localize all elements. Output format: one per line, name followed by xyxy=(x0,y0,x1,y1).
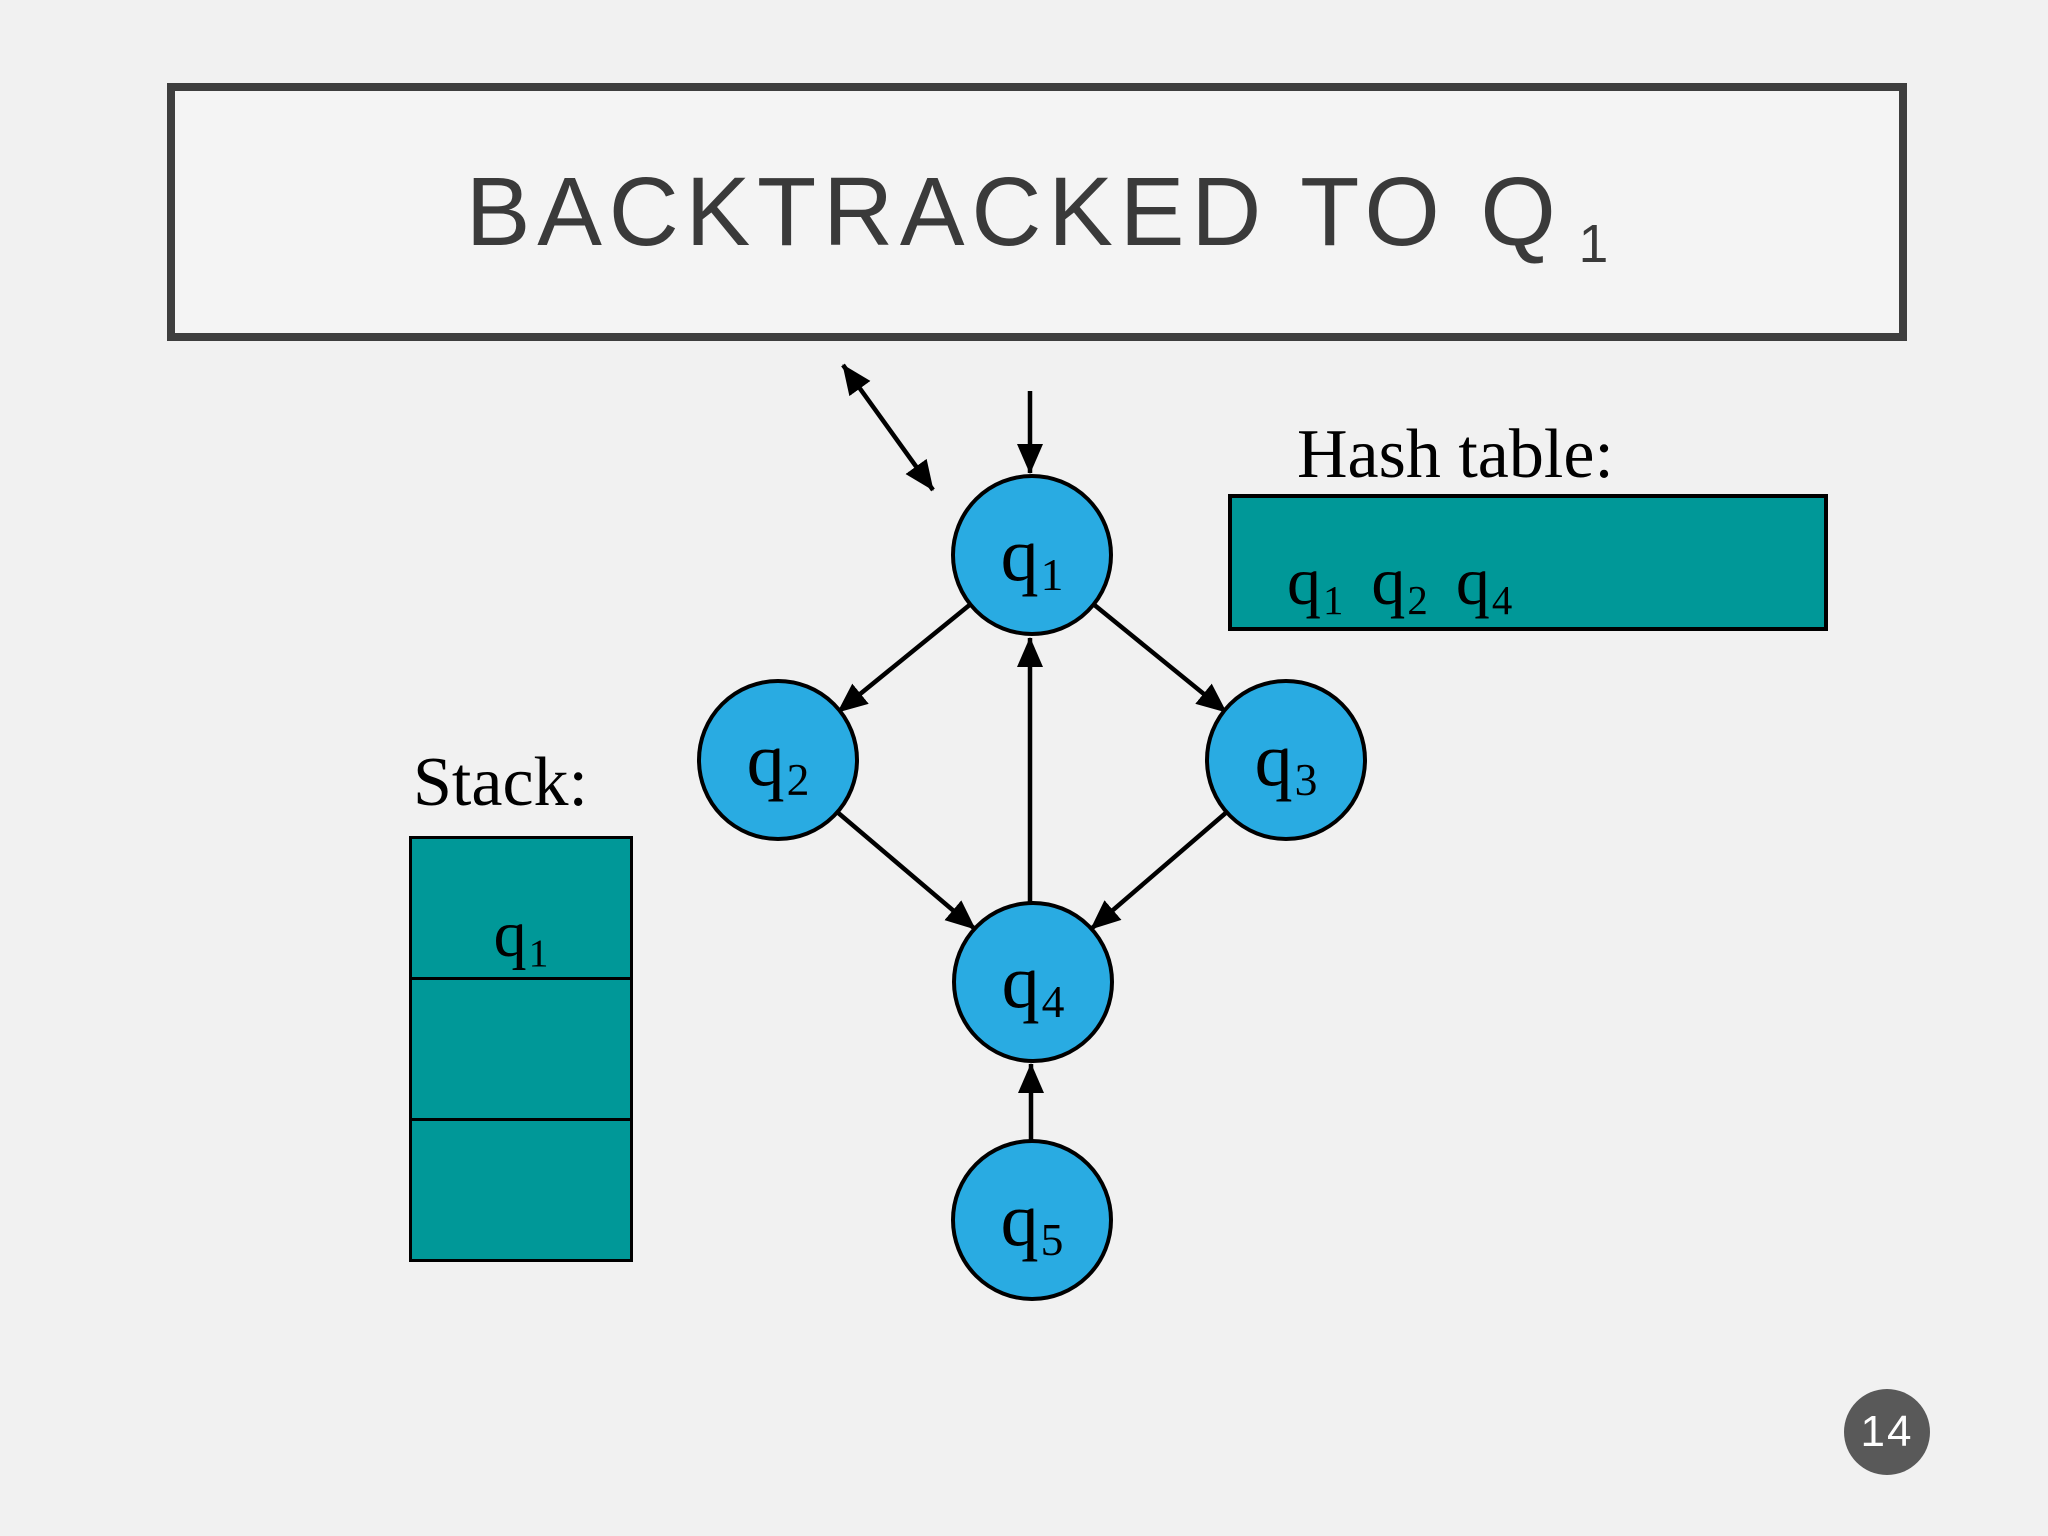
hash-table-entry: q4 xyxy=(1455,543,1513,623)
edge-q1-q3 xyxy=(1090,601,1228,714)
stack-box: q1 xyxy=(409,836,633,1262)
hash-table-box: q1 q2 q4 xyxy=(1228,494,1828,631)
stack-label: Stack: xyxy=(413,744,588,821)
graph-node-q3: q3 xyxy=(1205,679,1367,841)
node-label: q5 xyxy=(1000,1177,1064,1266)
edge-q1-q2 xyxy=(836,601,974,714)
node-label: q3 xyxy=(1254,717,1318,806)
edge-q2-q4 xyxy=(834,809,977,931)
node-label: q4 xyxy=(1001,939,1065,1028)
graph-node-q5: q5 xyxy=(951,1139,1113,1301)
stack-cell-value xyxy=(520,1179,522,1255)
page-number-badge: 14 xyxy=(1844,1389,1930,1475)
hash-table-entry: q2 xyxy=(1371,543,1428,623)
stack-cell xyxy=(412,977,630,1118)
title-pointer-double-arrow xyxy=(841,363,935,492)
graph-node-q1: q1 xyxy=(951,474,1113,636)
graph-node-q2: q2 xyxy=(697,679,859,841)
node-label: q2 xyxy=(746,717,810,806)
stack-cell-value xyxy=(520,1038,522,1114)
hash-table-entry: q1 xyxy=(1287,543,1344,623)
slide-title-text: BACKTRACKED TO Q xyxy=(465,157,1563,266)
stack-cell: q1 xyxy=(412,839,630,977)
page-number: 14 xyxy=(1860,1407,1914,1456)
graph-node-q4: q4 xyxy=(952,901,1114,1063)
node-label: q1 xyxy=(1000,512,1064,601)
edge-q3-q4 xyxy=(1089,809,1230,931)
stack-cell xyxy=(412,1118,630,1259)
stack-cell-value: q1 xyxy=(493,898,549,975)
hash-table-label: Hash table: xyxy=(1297,416,1614,493)
slide-title-subscript: 1 xyxy=(1578,215,1609,275)
